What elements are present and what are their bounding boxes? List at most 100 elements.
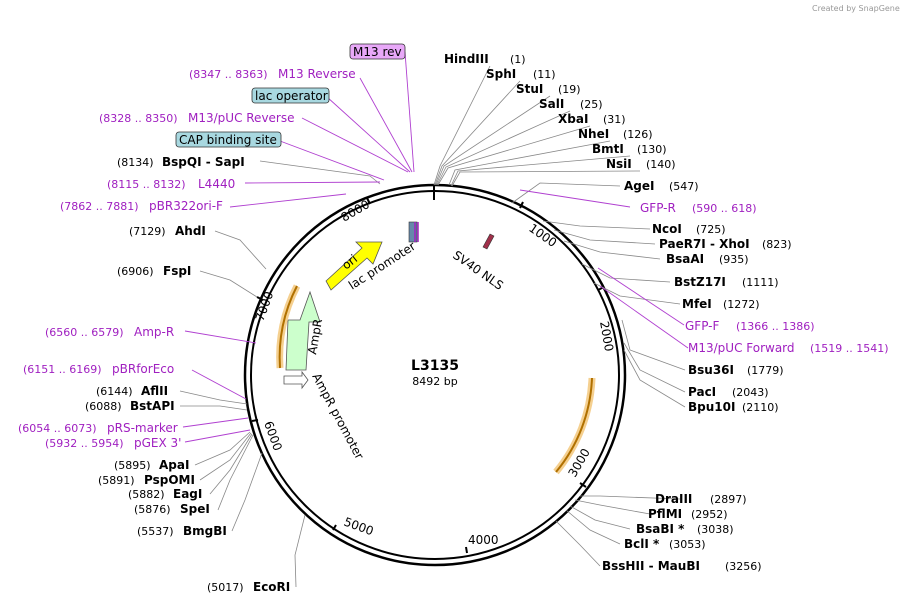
tick-5000: 5000 <box>342 515 375 539</box>
enzyme-name: ApaI <box>159 458 189 472</box>
cap-binding-site-box <box>175 131 282 148</box>
enzyme-name: BmtI <box>592 142 624 156</box>
tick-2000: 2000 <box>597 320 616 353</box>
enzyme-position: (140) <box>646 158 676 171</box>
enzyme-name: BspQI - SapI <box>162 155 245 169</box>
primer-range: (8347 .. 8363) <box>189 68 268 81</box>
ampr-promoter-label: AmpR promoter <box>309 371 366 462</box>
primer-range: (7862 .. 7881) <box>60 200 139 213</box>
enzyme-position: (6088) <box>85 400 122 413</box>
enzyme-name: DraIII <box>655 492 692 506</box>
orf-left-arrow <box>278 285 298 369</box>
left-primer-labels: (8347 .. 8363) M13 Reverse (8328 .. 8350… <box>18 67 356 450</box>
sv40-nls-feature <box>482 233 495 250</box>
lac-operator-box <box>251 87 330 104</box>
enzyme-position: (6906) <box>117 265 154 278</box>
enzyme-position: (2952) <box>691 508 728 521</box>
enzyme-name: SpeI <box>180 502 210 516</box>
enzyme-position: (935) <box>719 253 749 266</box>
ampr-feature <box>285 290 321 371</box>
enzyme-name: SphI <box>486 67 516 81</box>
enzyme-name: Bpu10I <box>688 400 735 414</box>
enzyme-position: (2043) <box>732 386 769 399</box>
enzyme-position: (6144) <box>96 385 133 398</box>
ampr-promoter-feature <box>283 370 309 390</box>
primer-name: M13/pUC Reverse <box>188 111 295 125</box>
enzyme-position: (126) <box>623 128 653 141</box>
primer-range: (6560 .. 6579) <box>45 326 124 339</box>
enzyme-position: (3053) <box>669 538 706 551</box>
primer-range: (8328 .. 8350) <box>99 112 178 125</box>
m13-rev-box <box>349 43 406 60</box>
primer-name: M13/pUC Forward <box>688 341 795 355</box>
enzyme-name: NheI <box>578 127 609 141</box>
enzyme-name: XbaI <box>558 112 588 126</box>
enzyme-name: Bsu36I <box>688 363 734 377</box>
enzyme-position: (5017) <box>207 581 244 594</box>
enzyme-name: AgeI <box>624 179 654 193</box>
credit-text: Created by SnapGene <box>812 4 900 13</box>
left-enzyme-labels: (8134) BspQI - SapI (7129) AhdI (6906) F… <box>85 155 290 594</box>
primer-range: (8115 .. 8132) <box>107 178 186 191</box>
primer-name: GFP-F <box>685 319 720 333</box>
primer-range: (6054 .. 6073) <box>18 422 97 435</box>
enzyme-position: (5876) <box>134 503 171 516</box>
primer-name: L4440 <box>198 177 235 191</box>
enzyme-position: (5537) <box>137 525 174 538</box>
enzyme-name: PacI <box>688 385 716 399</box>
enzyme-position: (1272) <box>723 298 760 311</box>
right-enzyme-labels: HindIII (1) SphI (11) StuI (19) SalI (25… <box>444 52 792 573</box>
enzyme-position: (1779) <box>747 364 784 377</box>
enzyme-name: StuI <box>516 82 543 96</box>
plasmid-length: 8492 bp <box>412 375 457 388</box>
plasmid-name: L3135 <box>411 358 459 374</box>
primer-leader-lines <box>182 51 689 443</box>
enzyme-name: AhdI <box>175 224 206 238</box>
primer-range: (1519 .. 1541) <box>810 342 889 355</box>
lac-operator-label: lac operator <box>255 89 328 103</box>
primer-name: pBRforEco <box>112 362 174 376</box>
tick-4000: 4000 <box>468 533 499 547</box>
enzyme-name: BstAPI <box>130 399 175 413</box>
enzyme-name: AflII <box>141 384 168 398</box>
lac-operator-mark <box>414 222 419 242</box>
enzyme-name: BssHII - MauBI <box>602 559 700 573</box>
enzyme-name: EcoRI <box>253 580 290 594</box>
enzyme-position: (130) <box>637 143 667 156</box>
enzyme-position: (2897) <box>710 493 747 506</box>
enzyme-position: (19) <box>558 83 581 96</box>
enzyme-leader-lines <box>179 65 686 588</box>
tick-6000: 6000 <box>261 419 285 452</box>
enzyme-position: (3038) <box>697 523 734 536</box>
m13-rev-label: M13 rev <box>353 45 402 59</box>
enzyme-name: BstZ17I <box>674 275 726 289</box>
primer-name: M13 Reverse <box>278 67 356 81</box>
primer-name: pGEX 3' <box>134 436 181 450</box>
ori-feature <box>325 241 383 291</box>
enzyme-position: (8134) <box>117 156 154 169</box>
tick-7000: 7000 <box>253 290 277 323</box>
enzyme-position: (725) <box>696 223 726 236</box>
sv40-nls-label: SV40 NLS <box>450 248 506 293</box>
right-primer-labels: GFP-R (590 .. 618) GFP-F (1366 .. 1386) … <box>640 201 889 355</box>
lac-promoter-feature <box>408 221 418 243</box>
primer-range: (590 .. 618) <box>692 202 757 215</box>
enzyme-position: (3256) <box>725 560 762 573</box>
primer-name: Amp-R <box>134 325 174 339</box>
enzyme-name: FspI <box>163 264 191 278</box>
enzyme-position: (31) <box>603 113 626 126</box>
primer-name: pRS-marker <box>107 421 178 435</box>
enzyme-position: (2110) <box>742 401 779 414</box>
enzyme-name: NcoI <box>652 222 682 236</box>
enzyme-position: (7129) <box>129 225 166 238</box>
enzyme-position: (1111) <box>742 276 779 289</box>
cap-binding-site-label: CAP binding site <box>179 133 277 147</box>
enzyme-position: (11) <box>533 68 556 81</box>
enzyme-name: PaeR7I - XhoI <box>659 237 750 251</box>
enzyme-position: (547) <box>669 180 699 193</box>
enzyme-name: SalI <box>539 97 564 111</box>
enzyme-name: BsaBI * <box>636 522 685 536</box>
enzyme-position: (5895) <box>114 459 151 472</box>
